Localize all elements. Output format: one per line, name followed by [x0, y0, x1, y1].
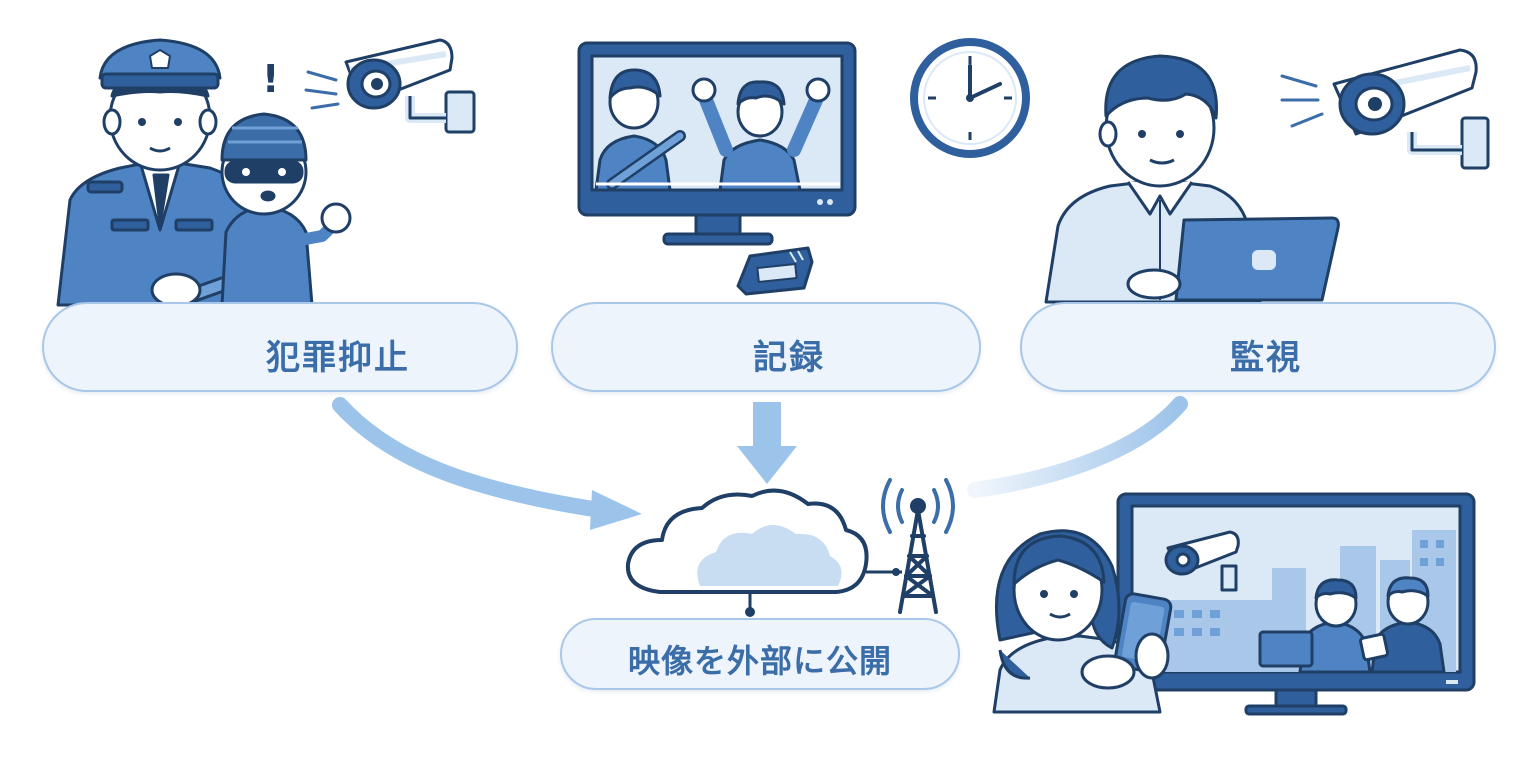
arrow-right-to-tower: [967, 396, 1188, 498]
arrow-left-to-cloud: [332, 397, 642, 530]
publish-footage-pill: 映像を外部に公開: [560, 618, 960, 690]
signal-lines: [1280, 74, 1324, 128]
recording-pill: 記録: [551, 302, 981, 392]
monitor-recording-illustration: [577, 41, 857, 246]
alert-lines: [304, 70, 340, 110]
police-officer-illustration: [56, 38, 294, 308]
clock-icon: [910, 38, 1030, 158]
security-camera-icon: [344, 38, 476, 134]
sd-card-icon: [736, 246, 814, 296]
public-display-illustration: [1116, 492, 1476, 716]
burglar-illustration: [220, 112, 352, 307]
man-laptop-illustration: [1044, 54, 1340, 304]
recording-label: 記録: [753, 338, 825, 378]
security-camera-icon: [1332, 48, 1490, 170]
woman-smartphone-illustration: [992, 529, 1173, 714]
antenna-tower-icon: [881, 478, 955, 614]
crime-deterrence-label: 犯罪抑止: [266, 338, 410, 378]
monitoring-pill: 監視: [1020, 302, 1496, 392]
monitoring-label: 監視: [1230, 338, 1302, 378]
publish-footage-label: 映像を外部に公開: [627, 642, 892, 680]
exclamation-mark: !: [262, 57, 279, 101]
cloud-icon: [625, 488, 902, 617]
crime-deterrence-pill: 犯罪抑止: [42, 302, 518, 392]
arrow-center-down: [737, 402, 797, 484]
